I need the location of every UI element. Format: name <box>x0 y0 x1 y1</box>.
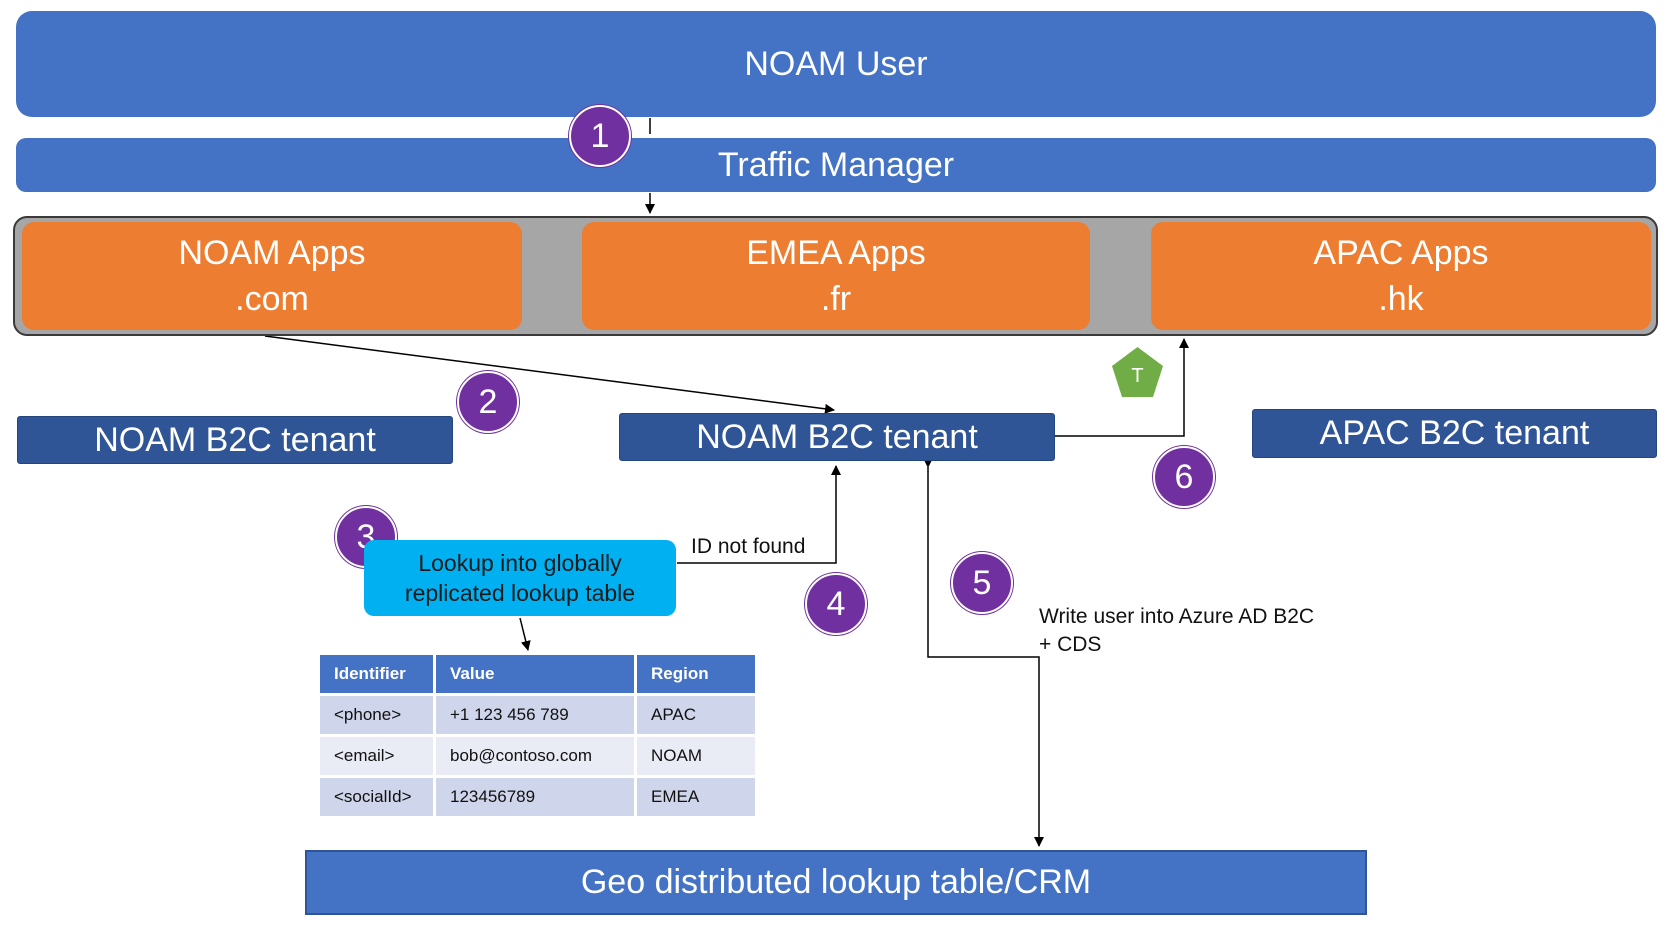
throttle-pentagon-icon: T <box>1112 347 1163 397</box>
step-2-number: 2 <box>478 382 498 421</box>
lookup-description-box: Lookup into globally replicated lookup t… <box>364 540 676 616</box>
cell-identifier: <email> <box>320 737 433 775</box>
geo-table-label: Geo distributed lookup table/CRM <box>580 863 1092 901</box>
write-user-label-line-2: + CDS <box>1039 633 1102 656</box>
noam-user-label: NOAM User <box>744 44 928 83</box>
id-not-found-label: ID not found <box>691 535 806 558</box>
apac-apps-name: APAC Apps <box>1313 234 1489 272</box>
step-6-marker: 6 <box>1153 446 1215 508</box>
table-header-row: Identifier Value Region <box>320 655 755 693</box>
cell-identifier: <socialId> <box>320 778 433 816</box>
traffic-manager-box: Traffic Manager <box>16 138 1656 192</box>
step-5-number: 5 <box>972 563 992 602</box>
cell-region: NOAM <box>637 737 755 775</box>
apac-apps-domain: .hk <box>1378 280 1424 318</box>
tenant-center-label: NOAM B2C tenant <box>696 417 978 456</box>
cell-value: +1 123 456 789 <box>436 696 634 734</box>
cell-region: APAC <box>637 696 755 734</box>
tenant-to-apac-arrow <box>1055 338 1189 437</box>
write-user-arrow <box>923 458 1044 847</box>
header-value: Value <box>436 655 634 693</box>
step-2-marker: 2 <box>457 371 519 433</box>
table-row: <socialId> 123456789 EMEA <box>320 778 755 816</box>
step-5-marker: 5 <box>951 552 1013 614</box>
tenant-left-label: NOAM B2C tenant <box>94 420 376 459</box>
noam-b2c-tenant-center: NOAM B2C tenant <box>619 413 1055 461</box>
step-4-marker: 4 <box>805 573 867 635</box>
lookup-line-1: Lookup into globally <box>418 550 622 576</box>
apac-b2c-tenant: APAC B2C tenant <box>1252 409 1657 458</box>
write-user-label-line-1: Write user into Azure AD B2C <box>1039 605 1315 628</box>
emea-apps-box: EMEA Apps .fr <box>582 222 1090 330</box>
cell-value: bob@contoso.com <box>436 737 634 775</box>
cell-identifier: <phone> <box>320 696 433 734</box>
table-row: <email> bob@contoso.com NOAM <box>320 737 755 775</box>
lookup-table: Identifier Value Region <phone> +1 123 4… <box>317 652 758 819</box>
emea-apps-domain: .fr <box>820 280 852 318</box>
lookup-to-table-arrow <box>519 617 531 651</box>
cell-value: 123456789 <box>436 778 634 816</box>
traffic-manager-label: Traffic Manager <box>717 145 955 184</box>
apac-apps-box: APAC Apps .hk <box>1151 222 1651 330</box>
step-6-number: 6 <box>1174 457 1194 496</box>
noam-apps-domain: .com <box>235 280 309 318</box>
step-4-number: 4 <box>826 584 846 623</box>
cell-region: EMEA <box>637 778 755 816</box>
apps-to-tenant-arrow <box>264 335 835 414</box>
header-identifier: Identifier <box>320 655 433 693</box>
geo-distributed-table-box: Geo distributed lookup table/CRM <box>305 850 1367 915</box>
noam-apps-name: NOAM Apps <box>178 234 366 272</box>
table-row: <phone> +1 123 456 789 APAC <box>320 696 755 734</box>
pentagon-label: T <box>1131 365 1143 387</box>
noam-b2c-tenant-left: NOAM B2C tenant <box>17 416 453 464</box>
not-found-arrow <box>677 465 841 564</box>
tenant-right-label: APAC B2C tenant <box>1319 414 1590 452</box>
lookup-line-2: replicated lookup table <box>404 580 636 606</box>
noam-apps-box: NOAM Apps .com <box>22 222 522 330</box>
emea-apps-name: EMEA Apps <box>746 234 926 272</box>
header-region: Region <box>637 655 755 693</box>
step-1-marker: 1 <box>569 105 631 167</box>
step-1-number: 1 <box>590 116 610 155</box>
noam-user-box: NOAM User <box>16 11 1656 117</box>
